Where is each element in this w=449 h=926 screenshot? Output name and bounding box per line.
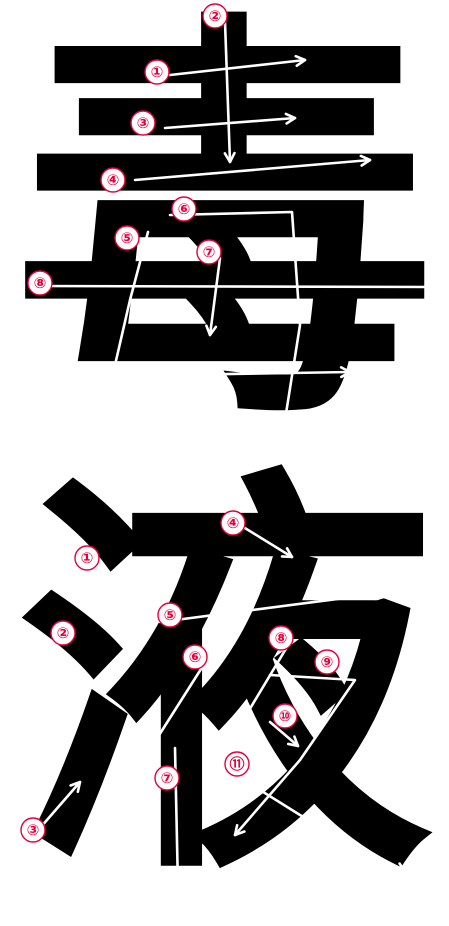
kanji-glyph-eki: 液 [14,433,435,926]
kanji-glyph-doku: 毒 [14,0,435,471]
